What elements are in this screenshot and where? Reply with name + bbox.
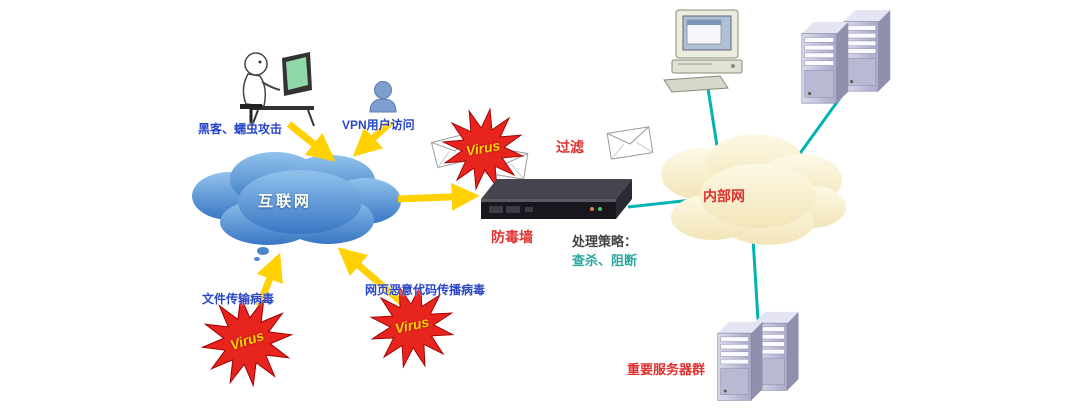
intranet-label: 内部网 [703,188,745,204]
firewall-label: 防毒墙 [491,229,533,245]
hacker-at-computer-icon [240,52,315,127]
internet-label: 互联网 [257,193,312,210]
attack-arrows [255,119,480,309]
vpn-user-icon [369,81,397,113]
web-virus-label: 网页恶意代码传播病毒 [365,283,486,297]
strategy-title: 处理策略： [572,234,638,249]
clean-mail-icon [606,126,654,160]
hacker-label: 黑客、蠕虫攻击 [198,122,283,136]
filter-label: 过滤 [556,139,584,155]
server-group-label: 重要服务器群 [627,362,706,377]
vpn-user-label: VPN用户访问 [342,118,415,132]
intranet-cloud [661,134,846,245]
strategy-value: 查杀、阻断 [572,253,638,268]
file-virus-label: 文件传输病毒 [202,292,275,306]
firewall-appliance-icon [481,179,632,219]
internet-cloud [192,152,401,261]
server-towers-icon [801,9,891,104]
server-cluster-icon [717,311,800,401]
desktop-computer-icon [663,9,743,93]
